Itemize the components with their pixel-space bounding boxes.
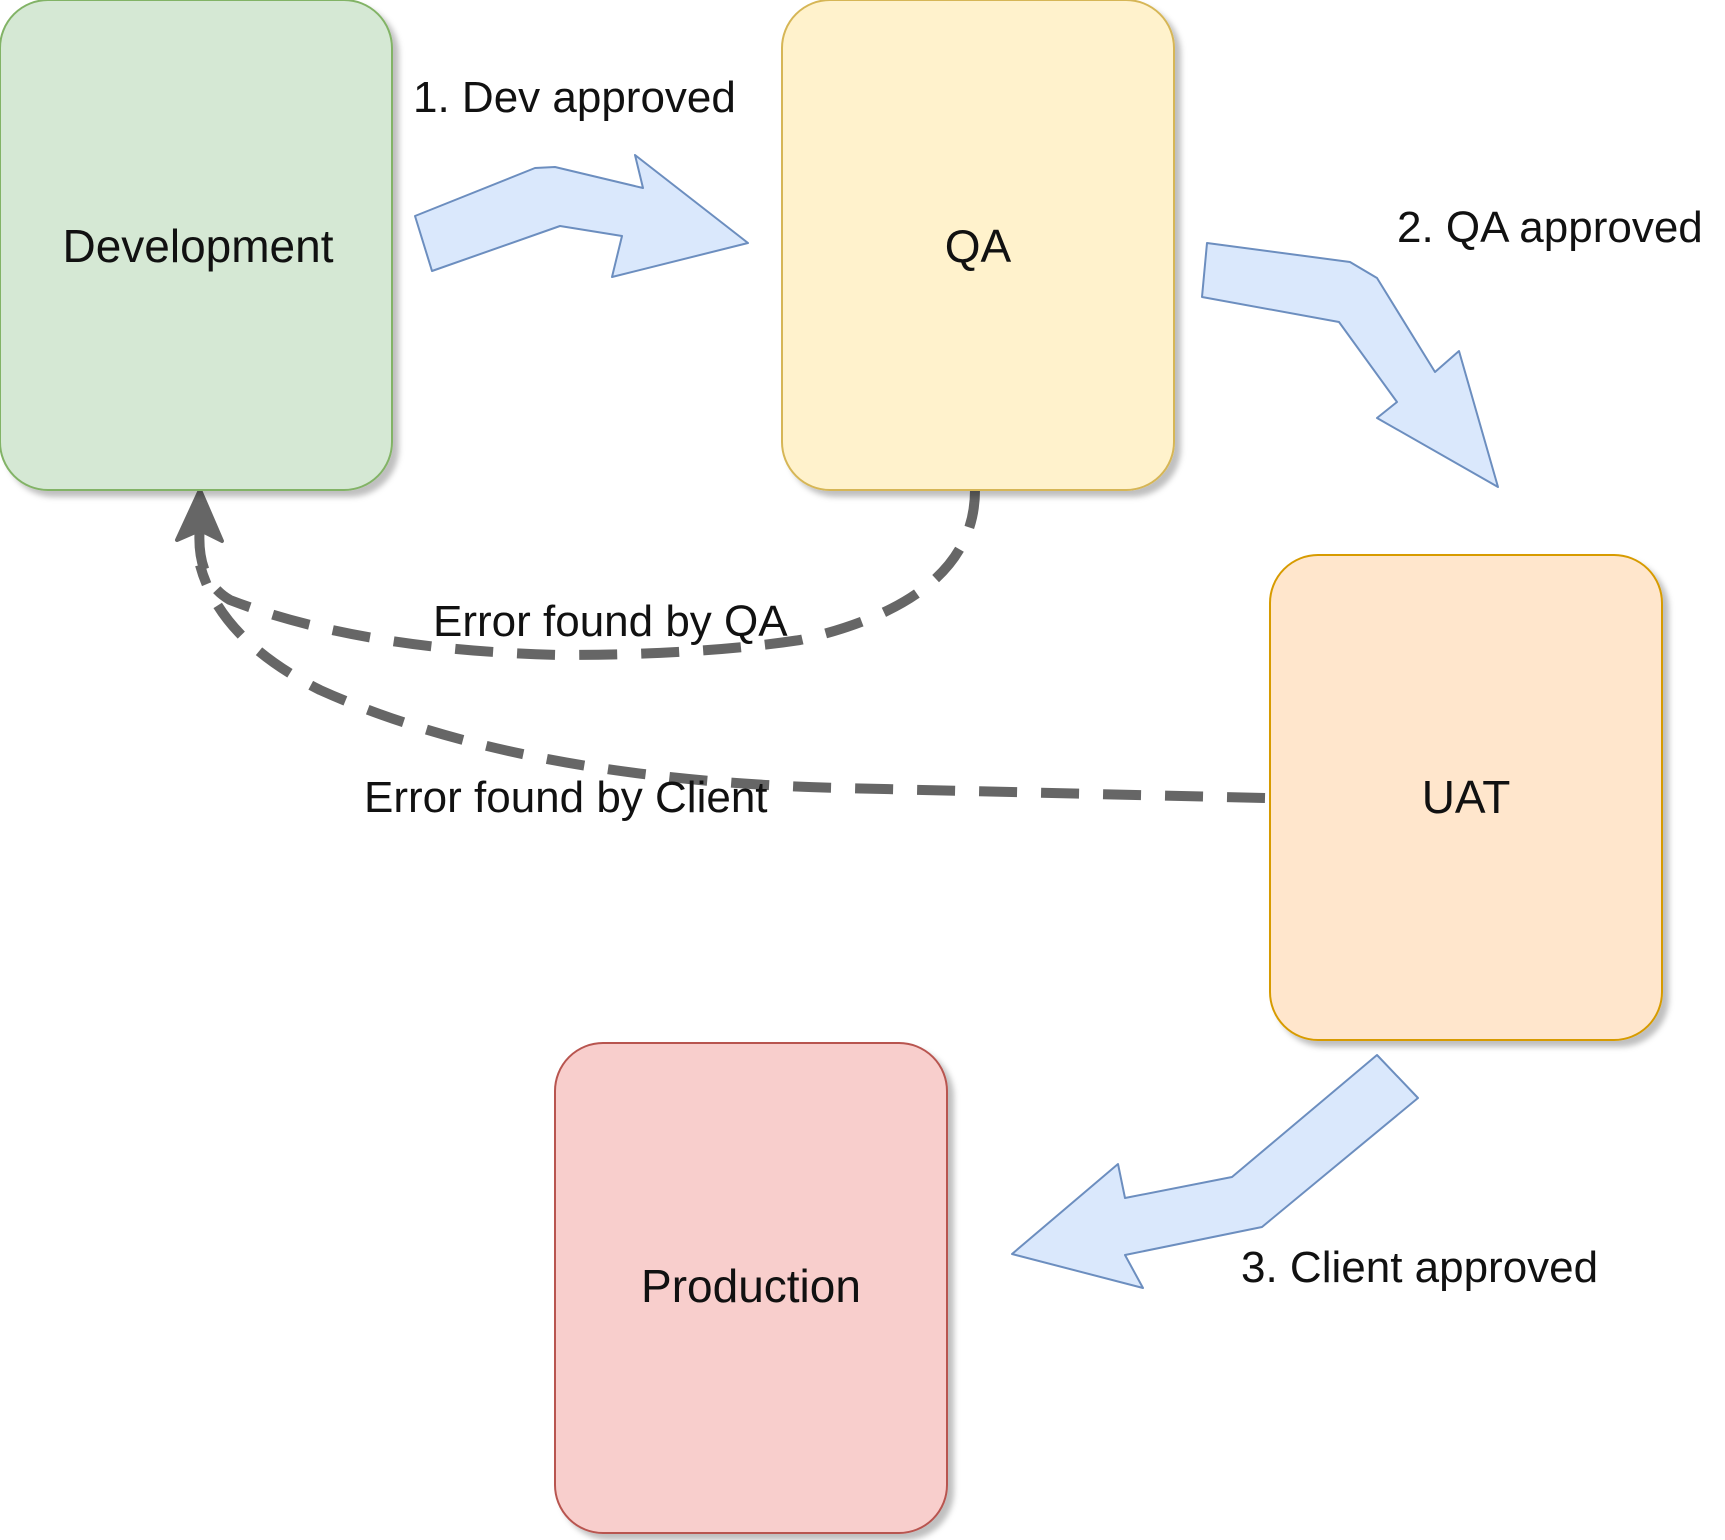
arrow-dev-to-qa (414, 154, 749, 278)
node-qa[interactable]: QA (781, 0, 1175, 491)
edge-error-found-by-client (195, 563, 1266, 803)
label-qa-approved: 2. QA approved (1397, 203, 1703, 252)
edge-error-found-by-qa (194, 489, 980, 661)
node-qa-label: QA (945, 220, 1012, 272)
edge-error-arrowhead (175, 488, 224, 543)
node-development[interactable]: Development (0, 0, 393, 491)
node-development-label: Development (62, 220, 333, 272)
arrow-qa-to-uat (1201, 242, 1499, 488)
label-client-approved: 3. Client approved (1241, 1243, 1598, 1292)
node-production[interactable]: Production (554, 1042, 948, 1534)
node-uat[interactable]: UAT (1269, 554, 1663, 1041)
label-error-found-by-qa: Error found by QA (433, 597, 788, 646)
label-error-found-by-client: Error found by Client (364, 773, 768, 822)
label-dev-approved: 1. Dev approved (413, 73, 736, 122)
arrow-uat-to-production (1011, 1054, 1419, 1289)
node-uat-label: UAT (1422, 771, 1511, 823)
node-production-label: Production (641, 1260, 861, 1312)
